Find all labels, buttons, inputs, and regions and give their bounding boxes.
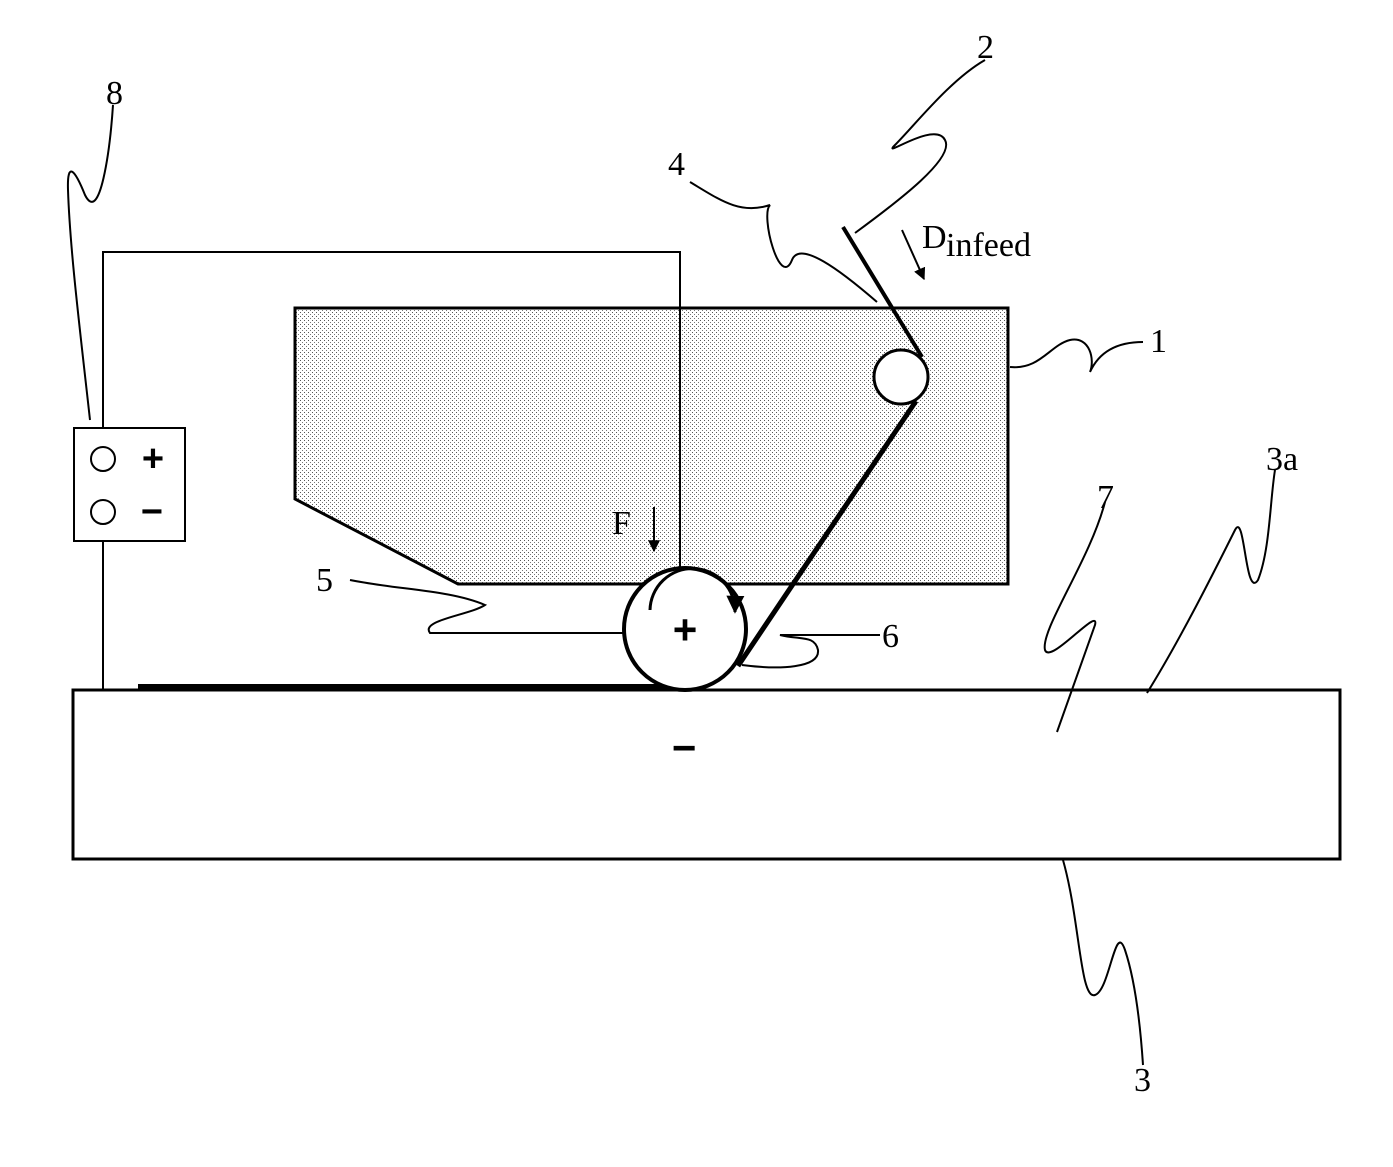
leader-3a	[1147, 470, 1275, 693]
label-7: 7	[1097, 479, 1114, 516]
positive-terminal	[91, 447, 115, 471]
roller-plus-sign: +	[673, 606, 698, 653]
leader-8	[68, 105, 113, 420]
supply-plus-sign: +	[142, 438, 164, 480]
infeed-arrow	[902, 230, 924, 279]
leader-5	[350, 580, 625, 633]
label-6: 6	[882, 618, 899, 655]
label-8: 8	[106, 75, 123, 112]
label-3: 3	[1134, 1062, 1151, 1099]
leader-1	[1010, 340, 1143, 372]
substrate-minus-sign: −	[672, 724, 697, 771]
supply-minus-sign: −	[141, 491, 163, 533]
power-supply-box	[74, 428, 185, 541]
substrate-block	[73, 690, 1340, 859]
infeed-subscript: infeed	[946, 227, 1031, 264]
label-1: 1	[1150, 323, 1167, 360]
label-4: 4	[668, 146, 685, 183]
label-3a: 3a	[1266, 441, 1298, 478]
guide-roller	[874, 350, 928, 404]
label-2: 2	[977, 29, 994, 66]
leader-4	[690, 182, 877, 302]
leader-3	[1063, 860, 1143, 1065]
negative-terminal	[91, 500, 115, 524]
leader-6	[742, 635, 880, 667]
infeed-label: D	[922, 219, 947, 256]
force-label: F	[612, 505, 631, 542]
leader-2	[855, 60, 985, 233]
label-5: 5	[316, 562, 333, 599]
